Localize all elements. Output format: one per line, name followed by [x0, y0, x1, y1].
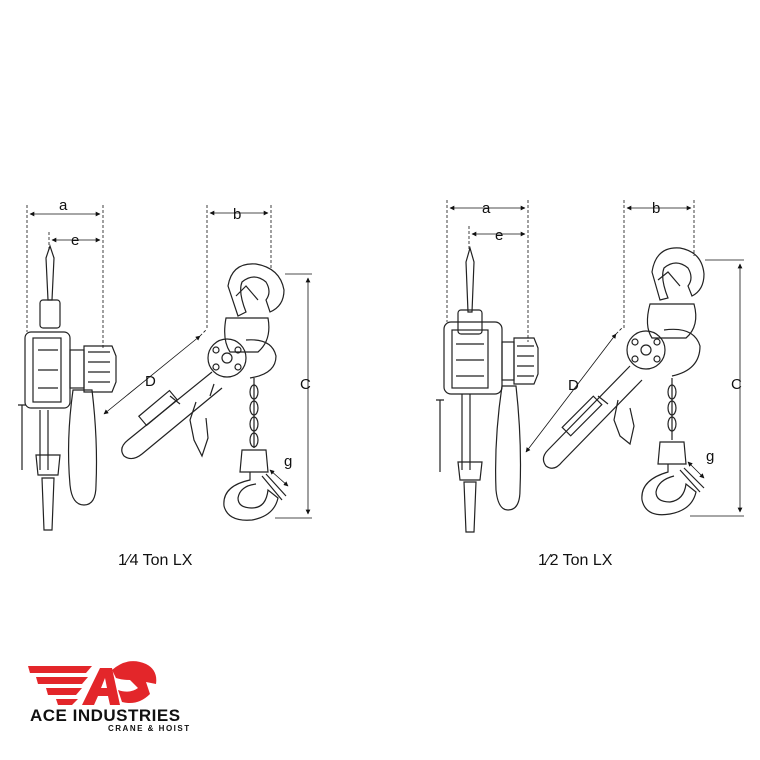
dimension-labels-quarter-ton: a e b C D g [59, 197, 311, 470]
caption-quarter-ton: 1⁄4 Ton LX [118, 552, 193, 569]
dim-label-b: b [652, 200, 660, 217]
brand-tagline: CRANE & HOIST [108, 724, 191, 733]
dimension-labels-half-ton: a e b C D g [482, 200, 742, 465]
hoist-drawing-quarter-ton [18, 244, 287, 531]
dim-label-c: C [300, 376, 311, 393]
brand-name: ACE INDUSTRIES [30, 706, 181, 725]
dim-label-g: g [284, 453, 292, 470]
front-view-quarter-ton [121, 263, 287, 521]
dimensions-quarter-ton [26, 205, 312, 519]
dim-label-b: b [233, 206, 241, 223]
dim-label-e: e [71, 232, 79, 249]
dim-label-c: C [731, 376, 742, 393]
dim-label-g: g [706, 448, 714, 465]
front-view-half-ton [542, 247, 705, 516]
dimensions-half-ton [446, 200, 744, 517]
dim-label-e: e [495, 227, 503, 244]
dim-label-d: D [145, 373, 156, 390]
dim-label-d: D [568, 377, 579, 394]
caption-half-ton: 1⁄2 Ton LX [538, 552, 613, 569]
dim-label-a: a [59, 197, 68, 214]
dim-label-a: a [482, 200, 491, 217]
ace-eagle-logo-icon [28, 661, 157, 705]
side-view-half-ton [436, 245, 539, 533]
side-view-quarter-ton [18, 244, 117, 531]
